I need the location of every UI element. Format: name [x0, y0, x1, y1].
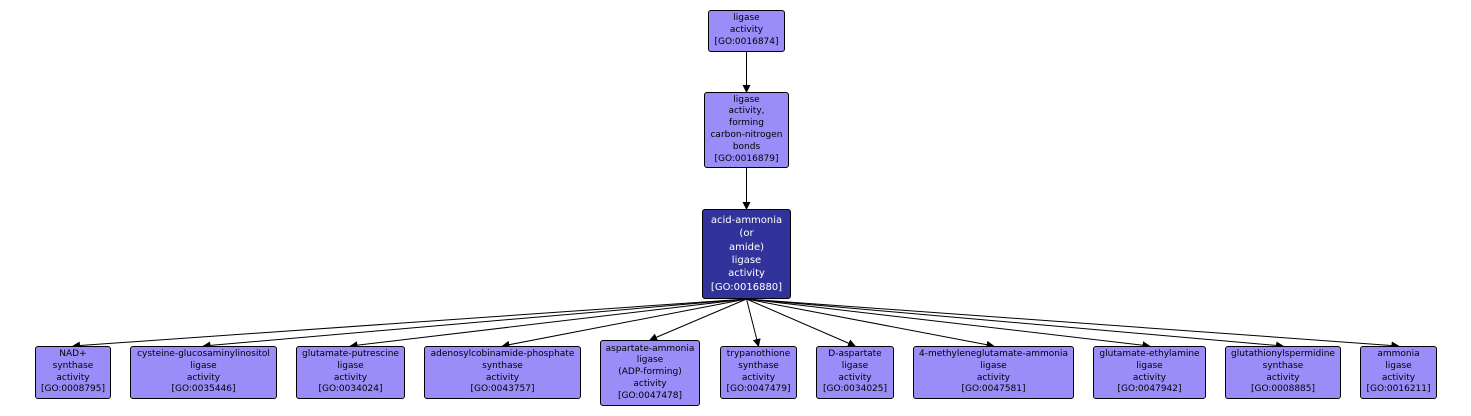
node-go-0043757[interactable]: adenosylcobinamide-phosphate synthase ac…: [424, 346, 581, 399]
node-label: ligase activity, forming carbon-nitrogen…: [710, 94, 783, 164]
node-go-0016879[interactable]: ligase activity, forming carbon-nitrogen…: [704, 92, 789, 168]
edge-n3-c4: [501, 298, 747, 349]
node-label: trypanothione synthase activity [GO:0047…: [726, 348, 791, 395]
node-go-0008795[interactable]: NAD+ synthase activity [GO:0008795]: [35, 346, 111, 399]
edge-n3-c11: [746, 298, 1400, 350]
edge-n3-c10: [746, 298, 1284, 350]
node-label: ligase activity [GO:0016874]: [714, 13, 779, 47]
edge-n3-c7: [746, 298, 856, 347]
edge-n3-c5: [649, 298, 747, 341]
node-go-0008885[interactable]: glutathionylspermidine synthase activity…: [1225, 346, 1341, 399]
edge-n3-c3: [349, 298, 747, 350]
node-label: ammonia ligase activity [GO:0016211]: [1366, 348, 1431, 395]
node-go-0047581[interactable]: 4-methyleneglutamate-ammonia ligase acti…: [913, 346, 1074, 399]
node-go-0016880-focus[interactable]: acid-ammonia (or amide) ligase activity …: [702, 209, 791, 299]
node-go-0016874[interactable]: ligase activity [GO:0016874]: [708, 10, 785, 52]
node-label: acid-ammonia (or amide) ligase activity …: [710, 214, 783, 293]
node-go-0047478[interactable]: aspartate-ammonia ligase (ADP-forming) a…: [600, 340, 700, 406]
node-go-0034025[interactable]: D-aspartate ligase activity [GO:0034025]: [816, 346, 894, 399]
node-label: NAD+ synthase activity [GO:0008795]: [40, 348, 106, 395]
edge-n3-c6: [746, 298, 761, 347]
node-label: glutamate-ethylamine ligase activity [GO…: [1099, 348, 1200, 395]
node-label: glutathionylspermidine synthase activity…: [1231, 348, 1335, 395]
node-go-0047479[interactable]: trypanothione synthase activity [GO:0047…: [720, 346, 797, 399]
node-go-0035446[interactable]: cysteine-glucosaminylinositol ligase act…: [130, 346, 277, 399]
node-go-0047942[interactable]: glutamate-ethylamine ligase activity [GO…: [1093, 346, 1206, 399]
edge-n3-c1: [72, 298, 747, 350]
node-label: D-aspartate ligase activity [GO:0034025]: [822, 348, 888, 395]
node-label: glutamate-putrescine ligase activity [GO…: [302, 348, 399, 395]
node-label: 4-methyleneglutamate-ammonia ligase acti…: [919, 348, 1068, 395]
edge-n3-c9: [746, 298, 1151, 350]
node-go-0034024[interactable]: glutamate-putrescine ligase activity [GO…: [296, 346, 405, 399]
node-label: adenosylcobinamide-phosphate synthase ac…: [430, 348, 575, 395]
node-label: cysteine-glucosaminylinositol ligase act…: [137, 348, 270, 395]
node-label: aspartate-ammonia ligase (ADP-forming) a…: [605, 343, 695, 401]
edge-n3-c8: [746, 298, 995, 349]
node-go-0016211[interactable]: ammonia ligase activity [GO:0016211]: [1360, 346, 1437, 399]
edge-n3-c2: [202, 298, 747, 350]
